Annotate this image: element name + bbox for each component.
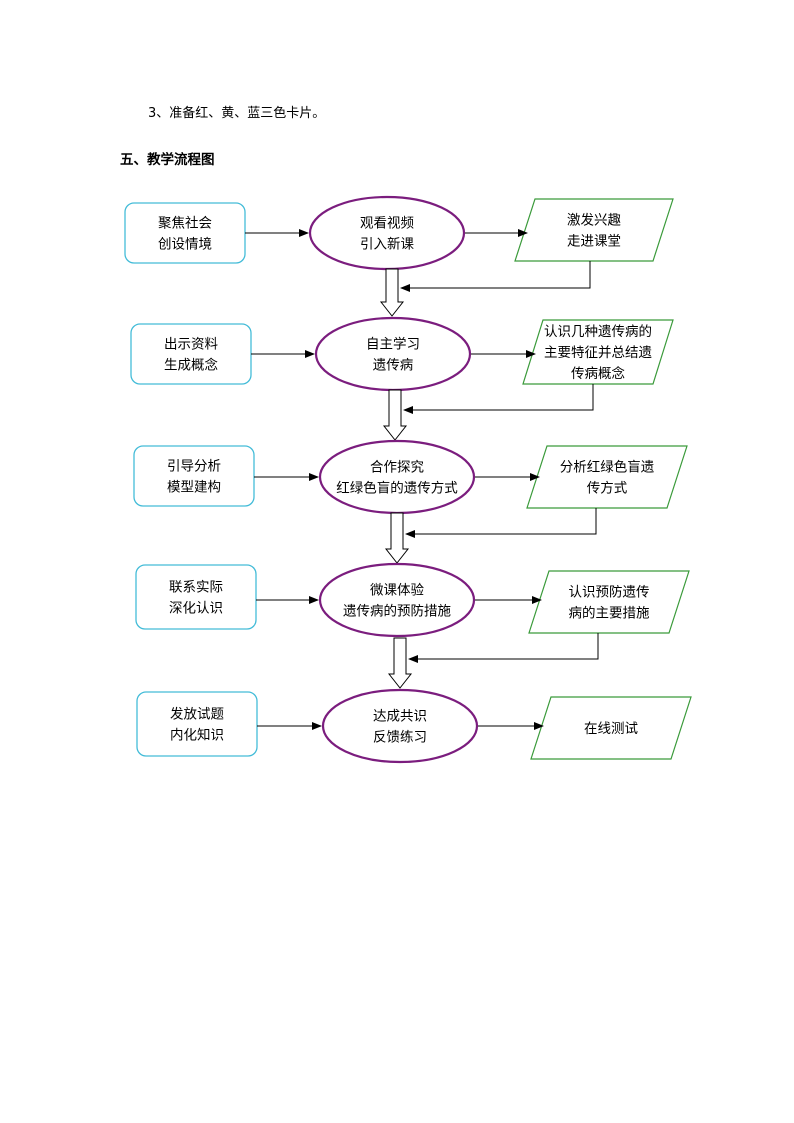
left-box-label: 引导分析	[167, 459, 221, 475]
center-ellipse-2	[314, 316, 472, 392]
right-parallelogram-label: 分析红绿色盲遗	[560, 459, 655, 476]
center-ellipse-label: 遗传病的预防措施	[343, 604, 451, 620]
right-parallelogram-label: 传方式	[587, 481, 628, 497]
right-parallelogram-label: 激发兴趣	[567, 213, 621, 229]
return-arrow-3	[405, 508, 597, 538]
left-box-5	[136, 691, 258, 757]
right-parallelogram-1	[514, 198, 674, 262]
left-box-label: 内化知识	[170, 727, 224, 744]
return-arrow-2	[403, 384, 594, 414]
left-box-label: 联系实际	[169, 580, 223, 596]
right-parallelogram-2	[522, 319, 674, 385]
center-ellipse-label: 引入新课	[360, 237, 414, 253]
right-parallelogram-label: 在线测试	[584, 721, 638, 737]
right-parallelogram-4	[528, 570, 690, 634]
right-parallelogram-label: 认识几种遗传病的	[544, 324, 652, 340]
right-parallelogram-5	[530, 696, 692, 760]
right-parallelogram-3	[526, 445, 688, 509]
center-ellipse-label: 反馈练习	[373, 730, 427, 746]
left-box-2	[130, 323, 252, 385]
right-parallelogram-label: 认识预防遗传	[569, 585, 650, 601]
center-ellipse-5	[321, 688, 479, 764]
right-parallelogram-label: 病的主要措施	[569, 606, 650, 622]
center-ellipse-3	[318, 439, 476, 515]
left-box-label: 模型建构	[167, 480, 221, 496]
left-box-label: 聚焦社会	[158, 216, 212, 232]
left-box-3	[133, 445, 255, 507]
right-parallelogram-label: 主要特征并总结遗	[544, 345, 652, 361]
center-ellipse-label: 观看视频	[360, 216, 414, 232]
center-ellipse-label: 自主学习	[366, 337, 420, 353]
section-heading: 五、教学流程图	[120, 152, 215, 168]
center-ellipse-4	[318, 562, 476, 638]
right-parallelogram-label: 传病概念	[571, 365, 625, 382]
center-ellipse-label: 达成共识	[373, 709, 427, 725]
left-box-label: 发放试题	[170, 707, 224, 723]
left-box-label: 出示资料	[164, 337, 218, 353]
down-arrow-2	[382, 389, 408, 441]
center-ellipse-label: 红绿色盲的遗传方式	[336, 480, 458, 497]
center-ellipse-label: 遗传病	[373, 358, 414, 374]
down-arrow-1	[379, 268, 405, 317]
center-ellipse-1	[308, 195, 466, 271]
center-ellipse-label: 合作探究	[370, 460, 424, 476]
return-arrow-1	[400, 261, 591, 292]
down-arrow-3	[384, 512, 410, 564]
down-arrow-4	[387, 637, 413, 689]
left-box-4	[135, 564, 257, 630]
left-box-label: 生成概念	[164, 357, 218, 374]
left-box-label: 创设情境	[158, 237, 212, 253]
left-box-label: 深化认识	[169, 601, 223, 617]
left-box-1	[124, 202, 246, 264]
right-parallelogram-label: 走进课堂	[567, 234, 621, 250]
center-ellipse-label: 微课体验	[370, 583, 424, 599]
return-arrow-4	[408, 633, 599, 663]
list-item-color-cards: 3、准备红、黄、蓝三色卡片。	[148, 106, 326, 121]
